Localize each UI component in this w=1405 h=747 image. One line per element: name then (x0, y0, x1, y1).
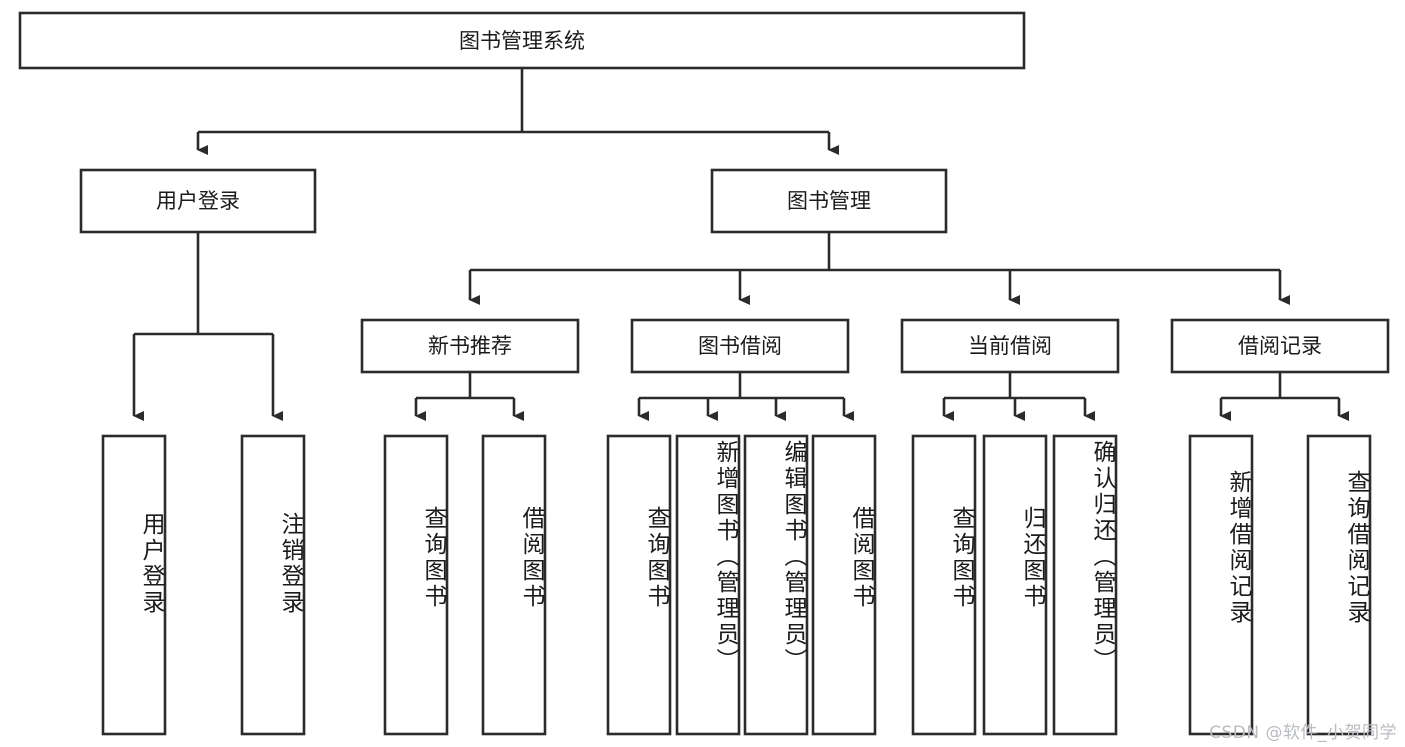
node-box-leaf-book-borrow-0[interactable] (606, 434, 672, 736)
node-box-leaf-user-login-0[interactable] (101, 434, 167, 736)
node-label-current-borrow: 当前借阅 (968, 334, 1052, 358)
node-label-borrow-record: 借阅记录 (1238, 334, 1322, 358)
node-box-leaf-current-borrow-2[interactable] (1052, 434, 1118, 736)
node-box-user-login[interactable] (79, 168, 317, 234)
node-box-leaf-current-borrow-1[interactable] (982, 434, 1048, 736)
node-label-book-borrow: 图书借阅 (698, 334, 782, 358)
node-label-book-management: 图书管理 (787, 189, 871, 213)
node-box-new-book-recommend[interactable] (360, 318, 580, 374)
node-box-leaf-book-borrow-2[interactable] (743, 434, 809, 736)
node-box-leaf-book-borrow-3[interactable] (811, 434, 877, 736)
node-label-user-login: 用户登录 (156, 189, 240, 213)
node-box-current-borrow[interactable] (900, 318, 1120, 374)
node-box-leaf-new-book-1[interactable] (481, 434, 547, 736)
node-box-root[interactable] (18, 11, 1026, 70)
node-box-leaf-borrow-record-1[interactable] (1306, 434, 1372, 736)
node-box-leaf-borrow-record-0[interactable] (1188, 434, 1254, 736)
node-label-root: 图书管理系统 (459, 29, 585, 53)
node-box-leaf-user-login-1[interactable] (240, 434, 306, 736)
node-box-leaf-new-book-0[interactable] (383, 434, 449, 736)
node-box-leaf-book-borrow-1[interactable] (675, 434, 741, 736)
csdn-watermark: CSDN @软件_小贺同学 (1209, 723, 1397, 743)
node-box-leaf-current-borrow-0[interactable] (911, 434, 977, 736)
node-label-new-book-recommend: 新书推荐 (428, 334, 512, 358)
